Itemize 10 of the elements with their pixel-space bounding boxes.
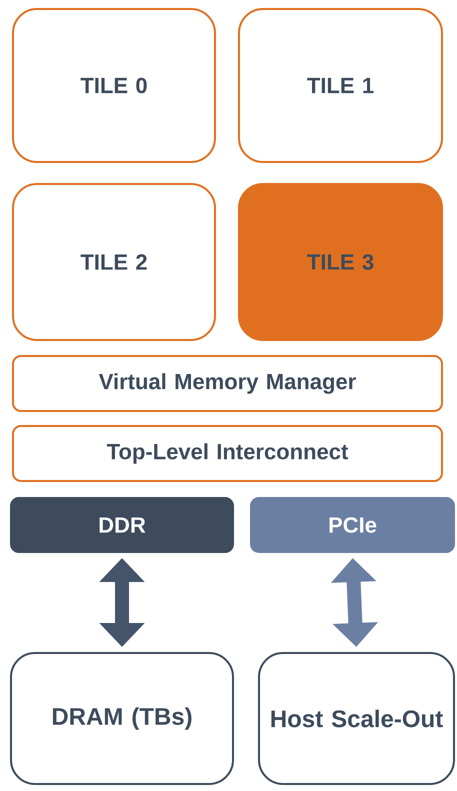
tile-box: TILE 2 [12,183,216,341]
layer-box: Top-Level Interconnect [12,425,443,482]
layer-box: Virtual Memory Manager [12,355,443,412]
tile-box: TILE 3 [238,183,443,341]
host-box: Host Scale-Out [258,652,455,785]
memory-box: DRAM (TBs) [10,652,234,785]
tile-box: TILE 0 [12,8,216,163]
tile-box: TILE 1 [238,8,443,163]
interface-box: PCIe [250,497,455,553]
interface-box: DDR [10,497,234,553]
